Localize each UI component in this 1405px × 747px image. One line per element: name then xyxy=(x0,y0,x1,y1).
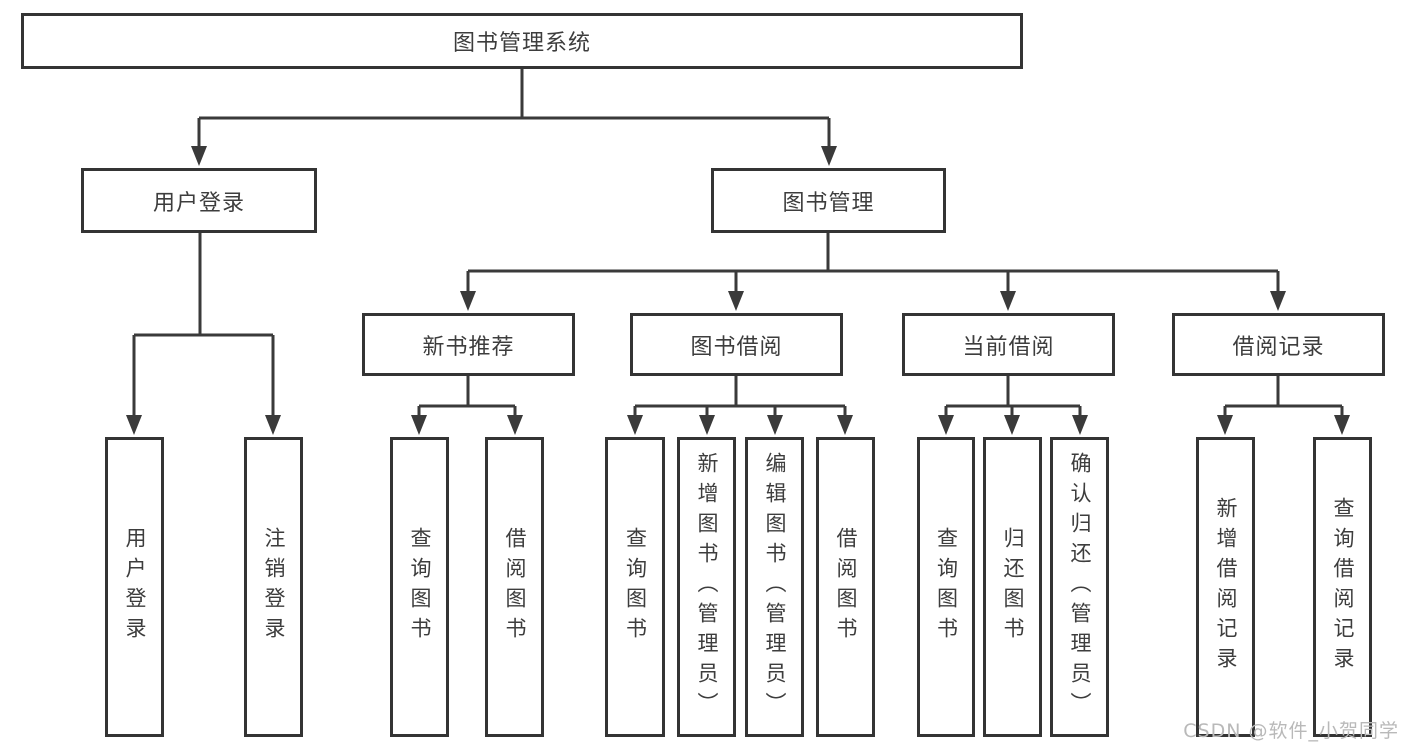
node-leaf-borrow-book-recommend: 借阅图书 xyxy=(485,437,544,737)
node-leaf-query-book-recommend: 查询图书 xyxy=(390,437,449,737)
csdn-watermark: CSDN @软件_小贺同学 xyxy=(1183,720,1399,742)
node-leaf-query-borrow-record: 查询借阅记录 xyxy=(1313,437,1372,737)
node-book-management: 图书管理 xyxy=(711,168,946,233)
node-leaf-query-book-borrow: 查询图书 xyxy=(605,437,665,737)
node-current-borrow: 当前借阅 xyxy=(902,313,1115,376)
node-book-borrow: 图书借阅 xyxy=(630,313,843,376)
node-new-book-recommend: 新书推荐 xyxy=(362,313,575,376)
node-book-management-system: 图书管理系统 xyxy=(21,13,1023,69)
node-borrow-record: 借阅记录 xyxy=(1172,313,1385,376)
node-leaf-query-book-current: 查询图书 xyxy=(917,437,975,737)
node-leaf-add-book-admin: 新增图书（管理员） xyxy=(677,437,736,737)
node-leaf-edit-book-admin: 编辑图书（管理员） xyxy=(745,437,804,737)
node-leaf-user-login: 用户登录 xyxy=(105,437,164,737)
node-leaf-add-borrow-record: 新增借阅记录 xyxy=(1196,437,1255,737)
node-user-login: 用户登录 xyxy=(81,168,317,233)
node-leaf-return-book: 归还图书 xyxy=(983,437,1042,737)
node-leaf-logout: 注销登录 xyxy=(244,437,303,737)
node-leaf-confirm-return-admin: 确认归还（管理员） xyxy=(1050,437,1109,737)
node-leaf-borrow-book: 借阅图书 xyxy=(816,437,875,737)
